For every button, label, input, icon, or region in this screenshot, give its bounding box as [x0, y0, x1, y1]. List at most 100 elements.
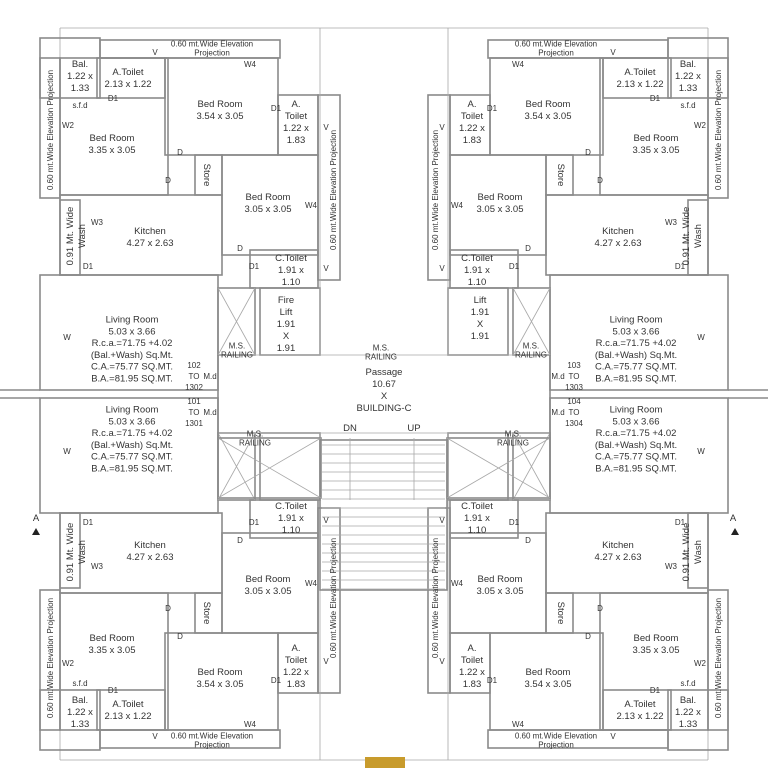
top-left-projection-label-line: 0.60 mt.Wide Elevation	[171, 40, 253, 49]
shaft-cross	[446, 437, 551, 499]
unit-number-top-right-line: TO	[569, 372, 580, 381]
top-left-door-mark-line: D	[177, 148, 183, 157]
top-left-door-mark-line: D	[237, 244, 243, 253]
bottom-left-projection-label-line: 0.60 mt.Wide Elevation Projection	[46, 598, 55, 718]
bottom-right-balcony-label-line: 1.33	[679, 719, 698, 730]
lift-label-line: 1.91	[471, 307, 490, 318]
top-left-door-mark-line: D1	[271, 104, 282, 113]
top-right-door-mark: D	[525, 244, 531, 253]
bottom-left-sfd-mark-line: s.f.d	[72, 679, 87, 688]
bottom-left-living-room-label-line: R.c.a.=71.75 +4.02	[92, 428, 173, 439]
top-left-railing-label: M.S.RAILING	[221, 342, 253, 360]
top-right-door-mark: D	[597, 176, 603, 185]
top-left-door-mark-line: D	[165, 176, 171, 185]
top-left-window-mark-line: W4	[244, 60, 257, 69]
top-right-door-mark-line: D1	[509, 262, 520, 271]
bottom-left-ventilator-mark-line: V	[152, 732, 158, 741]
bottom-left-ventilator-mark: V	[323, 516, 329, 525]
top-left-balcony-label-line: Bal.	[72, 59, 88, 70]
top-right-living-room-label-line: B.A.=81.95 SQ.MT.	[595, 374, 677, 385]
bottom-left-attached-toilet-label-line: A.Toilet	[112, 699, 144, 710]
passage-label-line: BUILDING-C	[357, 403, 412, 414]
bottom-left-kitchen-label-line: Kitchen	[134, 540, 166, 551]
bottom-left-door-mark: D	[165, 604, 171, 613]
top-right-window-mark-line: W4	[451, 201, 464, 210]
top-right-living-room-label-line: Living Room	[610, 315, 663, 326]
top-left-door-mark-line: D1	[108, 94, 119, 103]
top-left-projection-label-line: Projection	[194, 49, 230, 58]
bottom-left-door-mark-line: D	[165, 604, 171, 613]
top-left-window-mark: W4	[305, 201, 318, 210]
top-left-bed-room-label-line: 3.54 x 3.05	[196, 111, 243, 122]
top-left-projection-label: 0.60 mt.Wide Elevation Projection	[46, 70, 55, 190]
top-right-bed-room-label-line: Bed Room	[526, 99, 571, 110]
unit-number-bottom-right-line: TO	[569, 408, 580, 417]
bottom-right-ventilator-mark: V	[439, 516, 445, 525]
bottom-right-common-toilet-label-line: 1.91 x	[464, 513, 490, 524]
unit-number-bottom-left-line: 1301	[185, 419, 203, 428]
top-right-store-label-line: Store	[555, 164, 566, 187]
top-left-store-label: Store	[201, 164, 212, 187]
top-left-sfd-mark: s.f.d	[72, 101, 87, 110]
top-left-kitchen-label-line: 4.27 x 2.63	[126, 238, 173, 249]
lift-label-line: X	[477, 319, 484, 330]
top-right-window-mark: W3	[665, 218, 678, 227]
bottom-right-living-room-label-line: (Bal.+Wash) Sq.Mt.	[595, 440, 677, 451]
railing-label: M.S.RAILING	[365, 344, 397, 362]
top-right-window-mark: W	[697, 333, 705, 342]
bottom-right-ventilator-mark-line: V	[439, 516, 445, 525]
bottom-left-sfd-mark: s.f.d	[72, 679, 87, 688]
bottom-left-ventilator-mark: V	[323, 657, 329, 666]
bottom-left-bed-room-label-line: Bed Room	[90, 633, 135, 644]
bottom-left-bed-room-label-line: Bed Room	[246, 574, 291, 585]
bottom-left-living-room-label-line: 5.03 x 3.66	[108, 416, 155, 427]
top-right-common-toilet-label-line: 1.91 x	[464, 265, 490, 276]
top-left-window-mark-line: W4	[305, 201, 318, 210]
top-left-window-mark-line: W	[63, 333, 71, 342]
top-left-attached-toilet-label-line: Toilet	[285, 111, 308, 122]
bottom-right-window-mark-line: W3	[665, 562, 678, 571]
bottom-right-attached-toilet-label-line: A.Toilet	[624, 699, 656, 710]
bottom-right-wash-label-line: 0.91 Mt. Wide	[681, 523, 692, 582]
top-right-ventilator-mark: V	[439, 123, 445, 132]
top-left-living-room-label-line: B.A.=81.95 SQ.MT.	[91, 374, 173, 385]
bottom-left-door-mark-line: D1	[83, 518, 94, 527]
top-right-living-room-label-line: (Bal.+Wash) Sq.Mt.	[595, 350, 677, 361]
bottom-right-bed-room-label-line: 3.54 x 3.05	[524, 679, 571, 690]
unit-number-bottom-left-line: TO	[189, 408, 200, 417]
bottom-right-sfd-mark: s.f.d	[680, 679, 695, 688]
bottom-left-wash-label: 0.91 Mt. WideWash	[65, 523, 88, 582]
top-right-projection-label: 0.60 mt.Wide Elevation Projection	[714, 70, 723, 190]
bottom-right-living-room-label-line: C.A.=75.77 SQ.MT.	[595, 452, 677, 463]
top-right-attached-toilet-label-line: Toilet	[461, 111, 484, 122]
top-right-wash-label-line: 0.91 Mt. Wide	[681, 207, 692, 266]
lift-label-line: 1.91	[471, 331, 490, 342]
bottom-right-ventilator-mark-line: V	[610, 732, 616, 741]
top-left-door-mark: D	[165, 176, 171, 185]
top-left-attached-toilet-label-line: 1.22 x	[283, 123, 309, 134]
top-right-door-mark-line: D1	[650, 94, 661, 103]
bottom-left-window-mark: W2	[62, 659, 75, 668]
bottom-left-living-room-label-line: Living Room	[106, 405, 159, 416]
bottom-right-ventilator-mark: V	[610, 732, 616, 741]
bottom-left-attached-toilet-label-line: 2.13 x 1.22	[104, 711, 151, 722]
bottom-left-living-room-label-line: (Bal.+Wash) Sq.Mt.	[91, 440, 173, 451]
bottom-right-wash-label: 0.91 Mt. WideWash	[681, 523, 704, 582]
passage-label-line: Passage	[366, 367, 403, 378]
